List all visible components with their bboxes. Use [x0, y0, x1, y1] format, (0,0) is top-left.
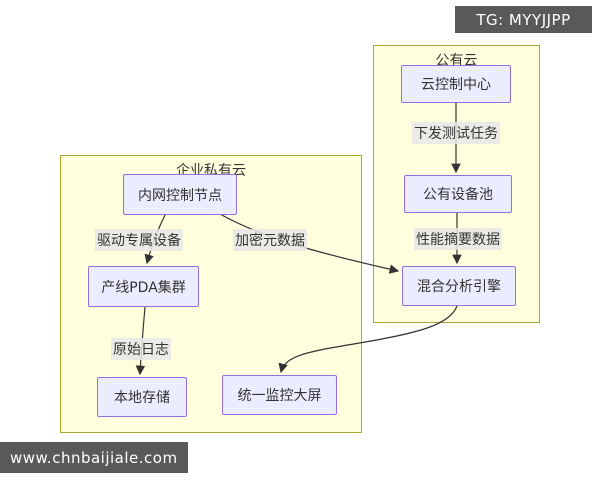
edge-label-encrypted-metadata: 加密元数据: [233, 229, 307, 251]
watermark-badge: www.chnbaijiale.com: [0, 442, 188, 473]
node-cloud-control-center: 云控制中心: [401, 65, 511, 103]
node-hybrid-analysis-engine: 混合分析引擎: [402, 266, 516, 306]
node-local-storage: 本地存储: [97, 377, 187, 417]
node-production-line-pda-cluster: 产线PDA集群: [88, 266, 199, 307]
node-intranet-control-node: 内网控制节点: [123, 174, 237, 215]
tg-badge: TG: MYYJJPP: [455, 6, 592, 33]
node-unified-monitoring-screen: 统一监控大屏: [222, 375, 337, 415]
edge-label-drive-dedicated-devices: 驱动专属设备: [95, 229, 183, 251]
edge-label-raw-logs: 原始日志: [111, 338, 171, 360]
edge-label-dispatch-test-tasks: 下发测试任务: [412, 122, 500, 144]
node-public-device-pool: 公有设备池: [404, 175, 512, 213]
edge-label-performance-summary-data: 性能摘要数据: [414, 228, 502, 250]
